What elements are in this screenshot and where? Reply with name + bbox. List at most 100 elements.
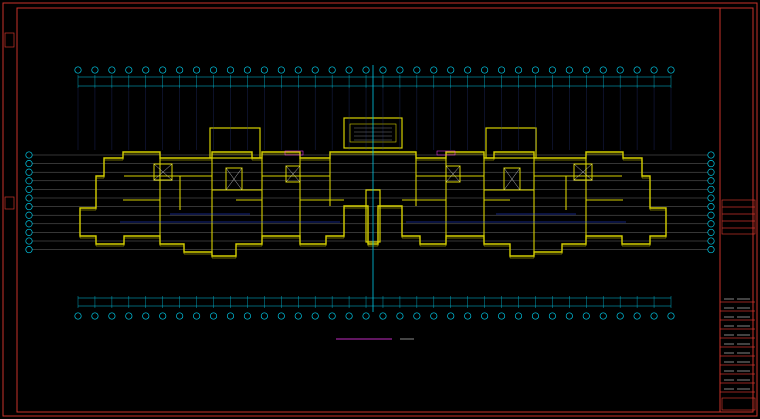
- axis-bubble-top: [548, 66, 556, 74]
- top-dimension-chain: [77, 75, 672, 88]
- axis-bubble-bottom: [667, 312, 675, 320]
- bottom-axis-bubbles: [74, 312, 675, 320]
- axis-bubble-top: [74, 66, 82, 74]
- left-axis-bubbles: [25, 151, 33, 254]
- axis-bubble-bottom: [277, 312, 285, 320]
- axis-bubble-bottom: [599, 312, 607, 320]
- axis-bubble-top: [430, 66, 438, 74]
- axis-bubble-top: [616, 66, 624, 74]
- axis-bubble-top: [209, 66, 218, 74]
- axis-bubble-top: [277, 66, 285, 74]
- axis-bubble-bottom: [498, 312, 506, 320]
- axis-bubble-bottom: [379, 312, 387, 320]
- horizontal-grid-lines: [32, 154, 708, 250]
- axis-bubble-right: [707, 246, 715, 254]
- axis-bubble-bottom: [243, 312, 251, 320]
- axis-bubble-bottom: [209, 312, 218, 320]
- core-shaft-cross: [285, 165, 301, 183]
- axis-bubble-top: [328, 66, 336, 74]
- axis-bubble-bottom: [142, 312, 150, 320]
- axis-bubble-top: [396, 66, 404, 74]
- core-shaft-cross: [153, 163, 173, 181]
- axis-bubble-top: [345, 66, 353, 74]
- axis-bubble-bottom: [481, 312, 489, 320]
- axis-bubble-bottom: [650, 312, 658, 320]
- magenta-tag: [284, 150, 304, 156]
- core-shaft-cross: [503, 167, 521, 191]
- axis-bubble-left: [25, 246, 33, 254]
- axis-bubble-left: [25, 160, 33, 168]
- axis-bubble-bottom: [413, 312, 421, 320]
- axis-bubble-top: [633, 66, 641, 74]
- axis-bubble-top: [650, 66, 658, 74]
- core-shaft: [503, 167, 521, 191]
- axis-bubble-bottom: [91, 312, 99, 320]
- axis-bubble-top: [176, 66, 184, 74]
- axis-bubble-right: [707, 220, 715, 228]
- axis-bubble-top: [142, 66, 150, 74]
- axis-bubble-top: [311, 66, 319, 74]
- axis-bubble-top: [582, 66, 590, 74]
- axis-bubble-bottom: [396, 312, 404, 320]
- axis-bubble-bottom: [616, 312, 624, 320]
- axis-bubble-top: [226, 66, 235, 74]
- axis-bubble-bottom: [531, 312, 540, 320]
- axis-bubble-right: [707, 237, 715, 245]
- axis-bubble-right: [707, 151, 715, 159]
- axis-bubble-top: [667, 66, 675, 74]
- axis-bubble-bottom: [294, 312, 302, 320]
- axis-bubble-bottom: [565, 312, 573, 320]
- axis-bubble-top: [447, 66, 455, 74]
- axis-bubble-right: [707, 177, 715, 185]
- axis-bubble-bottom: [311, 312, 319, 320]
- title-block-sheet-cell: [721, 397, 756, 411]
- axis-bubble-top: [108, 66, 116, 74]
- core-shaft: [573, 163, 593, 181]
- axis-bubble-right: [707, 160, 715, 168]
- axis-bubble-top: [159, 66, 167, 74]
- magenta-tag: [436, 150, 456, 156]
- axis-bubble-bottom: [176, 312, 184, 320]
- axis-bubble-left: [25, 211, 33, 219]
- left-stamp-top: [4, 32, 15, 48]
- top-axis-bubbles: [74, 66, 675, 74]
- axis-bubble-right: [707, 168, 715, 176]
- axis-bubble-top: [413, 66, 421, 74]
- axis-bubble-left: [25, 220, 33, 228]
- axis-bubble-top: [125, 66, 133, 74]
- axis-bubble-top: [514, 66, 523, 74]
- axis-bubble-bottom: [633, 312, 641, 320]
- axis-bubble-right: [707, 211, 715, 219]
- axis-bubble-bottom: [582, 312, 590, 320]
- axis-bubble-bottom: [260, 312, 268, 320]
- axis-bubble-bottom: [226, 312, 235, 320]
- core-shaft-cross: [225, 167, 243, 191]
- axis-bubble-bottom: [548, 312, 556, 320]
- axis-bubble-bottom: [159, 312, 167, 320]
- axis-bubble-top: [498, 66, 506, 74]
- axis-bubble-bottom: [447, 312, 455, 320]
- core-shaft: [225, 167, 243, 191]
- axis-bubble-top: [379, 66, 387, 74]
- axis-bubble-bottom: [328, 312, 336, 320]
- left-stamp-bottom: [4, 196, 15, 210]
- axis-bubble-left: [25, 185, 33, 193]
- core-shaft-cross: [445, 165, 461, 183]
- axis-bubble-right: [707, 203, 715, 211]
- axis-bubble-bottom: [362, 312, 370, 320]
- axis-bubble-left: [25, 177, 33, 185]
- axis-bubble-top: [362, 66, 370, 74]
- axis-bubble-bottom: [193, 312, 201, 320]
- core-shaft: [445, 165, 461, 183]
- title-block: [720, 199, 756, 411]
- axis-bubble-left: [25, 151, 33, 159]
- axis-bubble-left: [25, 237, 33, 245]
- right-axis-bubbles: [707, 151, 715, 254]
- axis-bubble-top: [193, 66, 201, 74]
- axis-bubble-top: [599, 66, 607, 74]
- axis-bubble-left: [25, 168, 33, 176]
- axis-bubble-bottom: [464, 312, 472, 320]
- axis-bubble-bottom: [108, 312, 116, 320]
